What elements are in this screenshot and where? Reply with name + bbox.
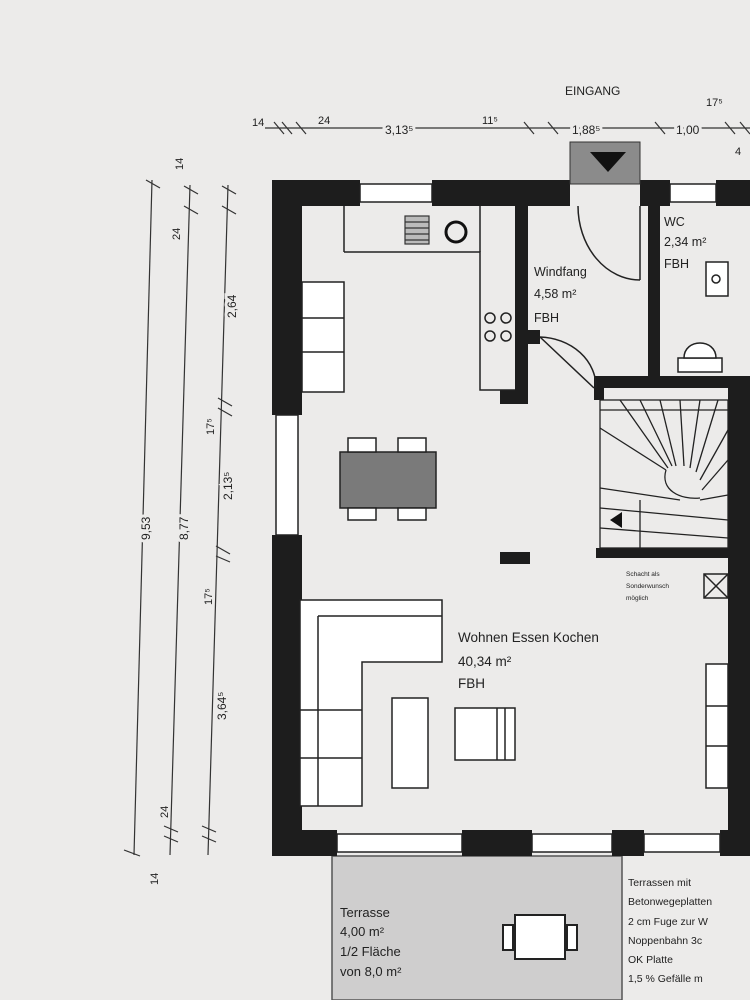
wall-shelf: [705, 663, 729, 789]
stair-direction-arrow-icon: [610, 512, 622, 528]
wc-sink-icon: [705, 261, 729, 297]
wc-heating: FBH: [664, 257, 689, 271]
terrace-area-value: 4,00 m²: [340, 924, 385, 939]
kitchen-extractor-icon: [404, 215, 430, 245]
staircase: [599, 399, 729, 549]
dim-left-3: 8,77: [177, 516, 191, 540]
dim-left-4: 2,64: [225, 294, 239, 318]
windfang-area: 4,58 m²: [534, 287, 576, 301]
svg-text:möglich: möglich: [626, 595, 649, 602]
wc-name: WC: [664, 215, 685, 229]
dining-table-icon: [339, 437, 437, 521]
dim-left-10: 14: [149, 873, 161, 885]
windfang-door: [539, 336, 597, 389]
svg-text:Sonderwunsch: Sonderwunsch: [626, 583, 669, 590]
top-dimension-chain: [265, 121, 750, 135]
dim-left-8: 3,64⁵: [215, 692, 229, 720]
kitchen-counter: [343, 206, 515, 391]
windows: [275, 183, 721, 853]
living-name: Wohnen Essen Kochen: [458, 630, 599, 645]
dim-top-1: 24: [318, 115, 330, 127]
terrace-note: Terrassen mit Betonwegeplatten 2 cm Fuge…: [628, 877, 712, 985]
dim-top-4: 1,88⁵: [572, 123, 600, 137]
terrace-total-area: von 8,0 m²: [340, 964, 402, 979]
coffee-table: [391, 697, 429, 789]
dim-top-0: 14: [252, 117, 264, 129]
shaft-icon: [703, 573, 729, 599]
svg-text:Schacht als: Schacht als: [626, 571, 660, 578]
terrace-label: Terrasse: [340, 905, 390, 920]
armchair: [454, 707, 516, 761]
entrance-door: [577, 205, 641, 281]
corner-sofa: [299, 599, 443, 807]
stair-note: Schacht als Sonderwunsch möglich: [626, 571, 669, 602]
dim-top-3: 11⁵: [482, 115, 498, 127]
dim-top-7: 4: [735, 146, 741, 158]
kitchen-sink-icon: [444, 220, 468, 244]
terrace-half-area: 1/2 Fläche: [340, 944, 401, 959]
terrace-table-icon: [502, 914, 578, 960]
svg-text:Terrassen mit: Terrassen mit: [628, 877, 691, 889]
svg-text:1,5 % Gefälle m: 1,5 % Gefälle m: [628, 973, 703, 985]
svg-text:2 cm Fuge zur W: 2 cm Fuge zur W: [628, 916, 708, 928]
living-area: 40,34 m²: [458, 654, 512, 669]
wc-toilet-icon: [677, 342, 723, 373]
windfang-name: Windfang: [534, 265, 587, 279]
dim-left-2: 9,53: [139, 516, 153, 540]
svg-text:Noppenbahn 3c: Noppenbahn 3c: [628, 935, 702, 947]
dim-left-9: 24: [159, 806, 171, 818]
entrance-label: EINGANG: [565, 84, 620, 98]
kitchen-hob-icon: [484, 312, 512, 342]
left-dimension-chains: [123, 179, 237, 857]
exterior-walls: [272, 180, 750, 856]
dim-left-5: 17⁵: [205, 418, 217, 435]
dim-left-0: 14: [174, 158, 186, 170]
dim-top-5: 17⁵: [706, 97, 723, 109]
living-heating: FBH: [458, 676, 485, 691]
dim-left-7: 17⁵: [203, 588, 215, 605]
svg-text:OK Platte: OK Platte: [628, 954, 673, 966]
entrance-arrow-icon: [590, 152, 626, 172]
svg-text:Betonwegeplatten: Betonwegeplatten: [628, 896, 712, 908]
dim-top-6: 1,00: [676, 123, 700, 137]
wc-area: 2,34 m²: [664, 235, 706, 249]
windfang-heating: FBH: [534, 311, 559, 325]
dim-top-2: 3,13⁵: [385, 123, 413, 137]
interior-walls: [500, 206, 750, 830]
dim-left-1: 24: [171, 228, 183, 240]
dim-left-6: 2,13⁵: [221, 472, 235, 500]
sideboard: [301, 281, 345, 393]
